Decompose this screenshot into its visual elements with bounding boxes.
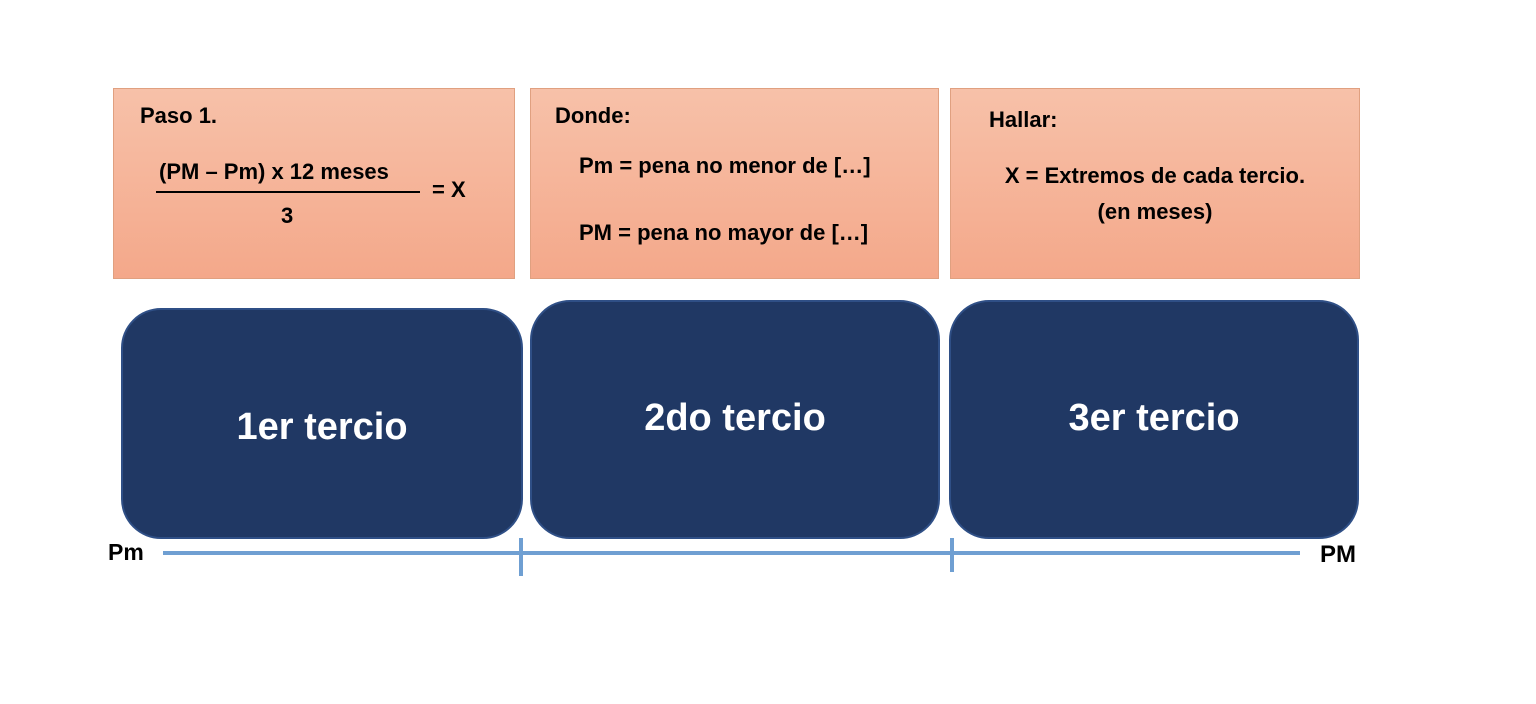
third-third-label: 3er tercio (1068, 397, 1240, 439)
find-line-units: (en meses) (1097, 199, 1213, 224)
find-box: Hallar: X = Extremos de cada tercio. (en… (950, 88, 1360, 279)
first-third-block: 1er tercio (121, 308, 523, 539)
where-line-pm-min: Pm = pena no menor de […] (579, 153, 871, 178)
fraction-bar (156, 191, 420, 193)
where-heading: Donde: (555, 103, 631, 128)
find-line-x: X = Extremos de cada tercio. (1004, 163, 1306, 188)
second-third-block: 2do tercio (530, 300, 940, 539)
third-third-block: 3er tercio (949, 300, 1359, 539)
where-box: Donde: Pm = pena no menor de […] PM = pe… (530, 88, 939, 279)
first-third-label: 1er tercio (236, 406, 408, 448)
formula-denominator: 3 (281, 203, 294, 228)
find-heading: Hallar: (989, 107, 1058, 132)
where-line-pm-max: PM = pena no mayor de […] (579, 220, 869, 245)
step-heading: Paso 1. (140, 103, 218, 128)
step-box: Paso 1. (PM – Pm) x 12 meses 3 = X (113, 88, 515, 279)
formula-numerator: (PM – Pm) x 12 meses (159, 159, 389, 184)
axis-label-max: PM (1320, 541, 1356, 568)
axis-label-min: Pm (108, 539, 144, 565)
second-third-label: 2do tercio (644, 397, 826, 439)
formula-result: = X (432, 177, 466, 202)
